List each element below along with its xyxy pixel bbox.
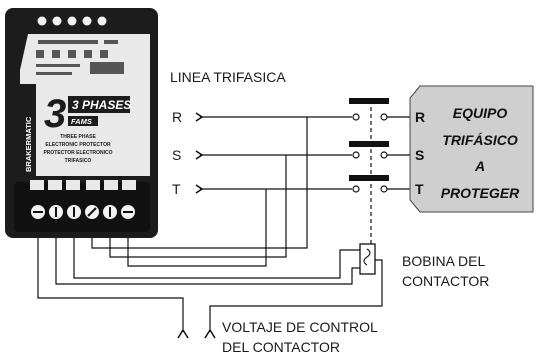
arrow-up-icon [177, 328, 189, 339]
coil-box [359, 243, 376, 275]
sense-wire-r [91, 117, 308, 249]
logo-subtext: FAMS [71, 117, 92, 126]
equipment-terminal-t: T [415, 181, 424, 197]
contact-point-icon [380, 185, 388, 193]
phase-label-t: T [172, 181, 181, 197]
control-wire-coil-in [55, 238, 360, 285]
phase-label-r: R [172, 109, 182, 125]
coil-label-line-2: CONTACTOR [402, 273, 489, 289]
terminal-block-row [30, 180, 136, 190]
device-base [14, 182, 150, 232]
led-icon [37, 16, 47, 26]
terminal-block [104, 180, 118, 190]
terminal-block [48, 180, 62, 190]
logo-sub-band [68, 116, 98, 126]
arrow-icon [195, 112, 204, 122]
equipment-shape [409, 85, 534, 213]
status-led-row [37, 16, 107, 26]
contact-bar [349, 175, 389, 181]
contact-bar [349, 98, 389, 104]
arrow-up-icon [204, 328, 216, 339]
sense-wire-s [109, 155, 287, 258]
device-desc-line: ELECTRONIC PROTECTOR [45, 142, 111, 148]
panel-mark [68, 50, 76, 58]
brand-text: BRAKERMATIC [24, 116, 33, 172]
panel-mark [84, 50, 92, 58]
control-wire-a [37, 238, 184, 332]
terminal-block [86, 180, 100, 190]
led-icon [52, 16, 62, 26]
panel-mark [104, 40, 118, 44]
device-desc-line: PROTECTOR ELECTRONICO [43, 150, 112, 156]
control-wire-b [209, 259, 383, 332]
contact-point-icon [352, 151, 360, 159]
device-desc-line: TRIFASICO [65, 158, 92, 164]
terminal-block [66, 180, 80, 190]
equipment-line-1: EQUIPO [453, 105, 508, 121]
screw-slot [87, 207, 97, 217]
led-icon [82, 16, 92, 26]
equipment-line-2: TRIFÁSICO [442, 132, 518, 148]
equipment-terminal-s: S [415, 147, 424, 163]
brand-strip [20, 84, 36, 176]
led-icon [67, 16, 77, 26]
control-wire-coil-in-2 [73, 238, 360, 279]
line-label: LINEA TRIFASICA [170, 69, 286, 85]
panel-mark [100, 50, 108, 58]
terminal-block [122, 180, 136, 190]
contactor-coil [359, 243, 376, 275]
coil-label-line-1: BOBINA DEL [402, 253, 485, 269]
arrow-icon [195, 150, 204, 160]
contact-point-icon [380, 113, 388, 121]
wiring [37, 100, 410, 332]
panel-mark [52, 50, 60, 58]
panel-mark [36, 72, 72, 75]
equipment-box: EQUIPO TRIFÁSICO A PROTEGER R S T [409, 85, 534, 213]
control-voltage-input [177, 328, 216, 339]
contact-bar [349, 141, 389, 147]
contact-point-icon [380, 151, 388, 159]
contact-point-icon [352, 113, 360, 121]
equipment-terminal-r: R [415, 109, 425, 125]
control-label-line-2: DEL CONTACTOR [222, 339, 340, 355]
equipment-line-3: A [474, 158, 485, 174]
logo-text: 3 PHASES [72, 98, 131, 112]
coil-icon [363, 248, 371, 266]
phase-arrows [195, 112, 204, 194]
control-label-line-1: VOLTAJE DE CONTROL [222, 319, 378, 335]
contact-point-icon [352, 185, 360, 193]
arrow-icon [195, 184, 204, 194]
sense-wire-t [127, 189, 267, 267]
panel-mark [36, 50, 44, 58]
equipment-line-4: PROTEGER [441, 185, 520, 201]
terminal-block [30, 180, 44, 190]
panel-mark [36, 64, 80, 67]
panel-mark [38, 40, 98, 44]
panel-markings [36, 40, 124, 75]
device-desc-line: THREE PHASE [60, 134, 96, 140]
phase-label-s: S [172, 147, 181, 163]
screw-terminal-row [31, 205, 135, 219]
phase-protector-device: BRAKERMATIC 3 3 PHASES FAMS THREE PHASE … [5, 8, 158, 238]
logo-digit: 3 [44, 92, 66, 136]
contactor [349, 98, 389, 193]
logo-band [68, 96, 130, 113]
panel-mark [90, 62, 124, 74]
led-icon [97, 16, 107, 26]
